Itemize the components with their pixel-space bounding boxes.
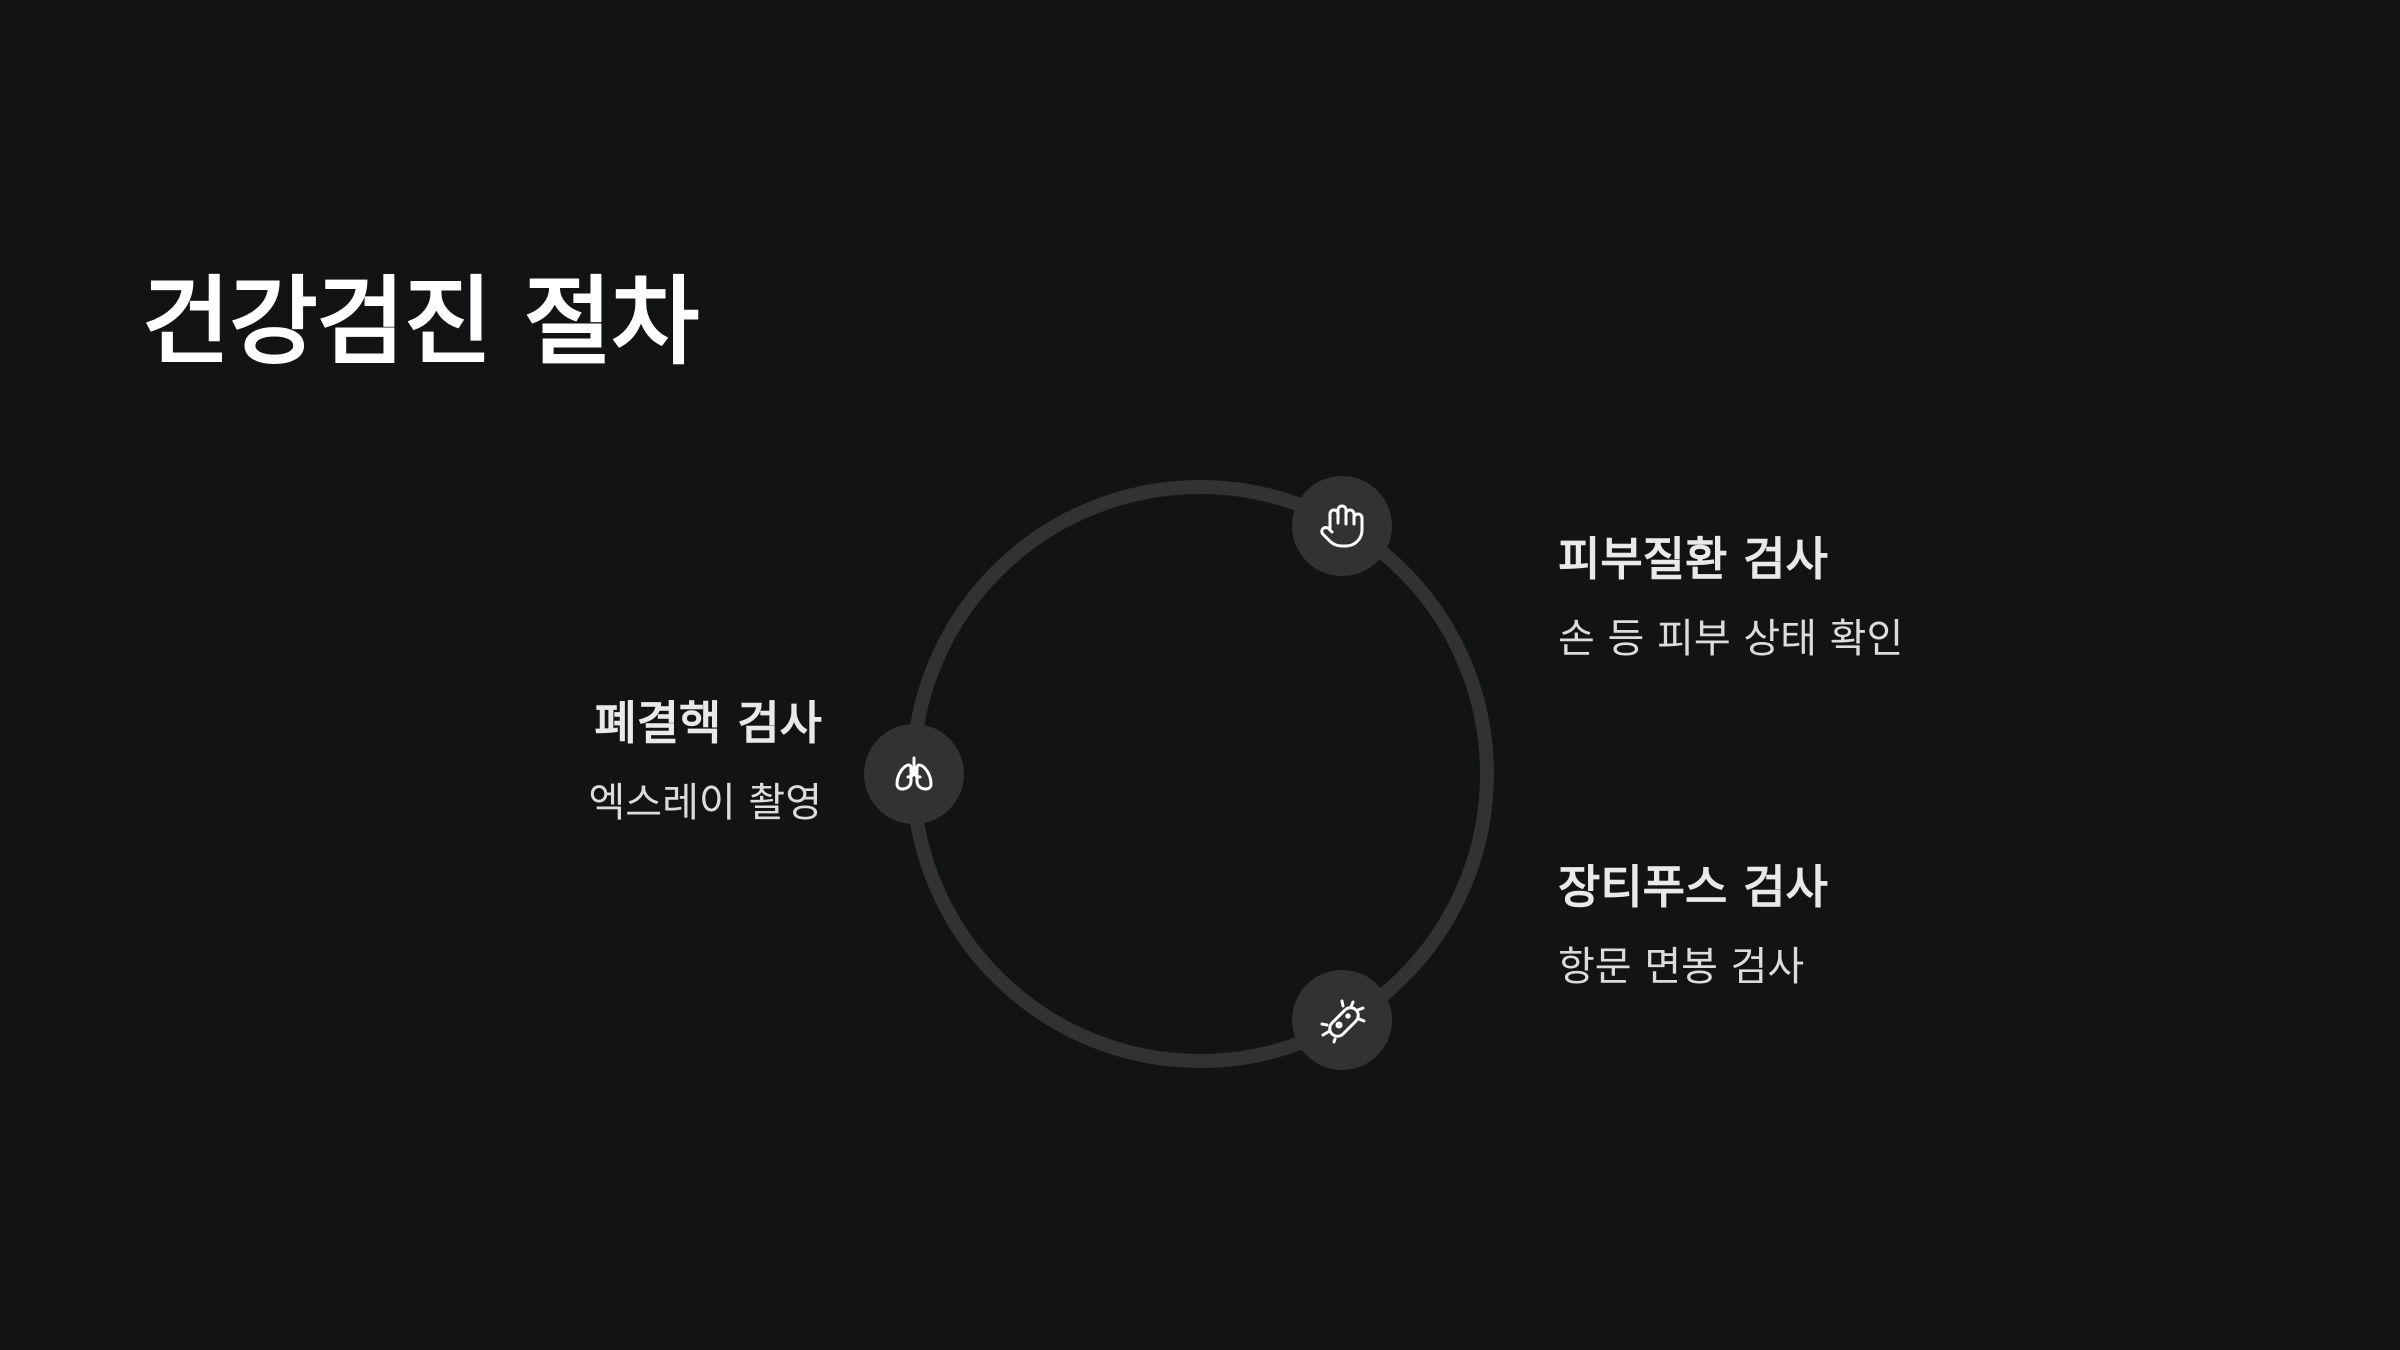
skin-exam-step: 피부질환 검사 손 등 피부 상태 확인: [1558, 532, 1903, 663]
tb-exam-node: [864, 724, 964, 824]
hand-icon: [1318, 502, 1366, 550]
step-description: 엑스레이 촬영: [588, 780, 822, 827]
step-title: 폐결핵 검사: [594, 696, 822, 750]
typhoid-exam-step: 장티푸스 검사 항문 면봉 검사: [1558, 860, 1828, 991]
step-description: 손 등 피부 상태 확인: [1558, 616, 1904, 663]
step-description: 항문 면봉 검사: [1558, 944, 1805, 991]
step-title: 피부질환 검사: [1558, 532, 1828, 586]
tb-exam-step: 폐결핵 검사 엑스레이 촬영: [588, 696, 822, 827]
step-title: 장티푸스 검사: [1558, 860, 1828, 914]
lungs-icon: [890, 750, 938, 798]
bacteria-icon: [1318, 996, 1366, 1044]
page-title: 건강검진 절차: [142, 266, 699, 378]
skin-exam-node: [1292, 476, 1392, 576]
typhoid-exam-node: [1292, 970, 1392, 1070]
